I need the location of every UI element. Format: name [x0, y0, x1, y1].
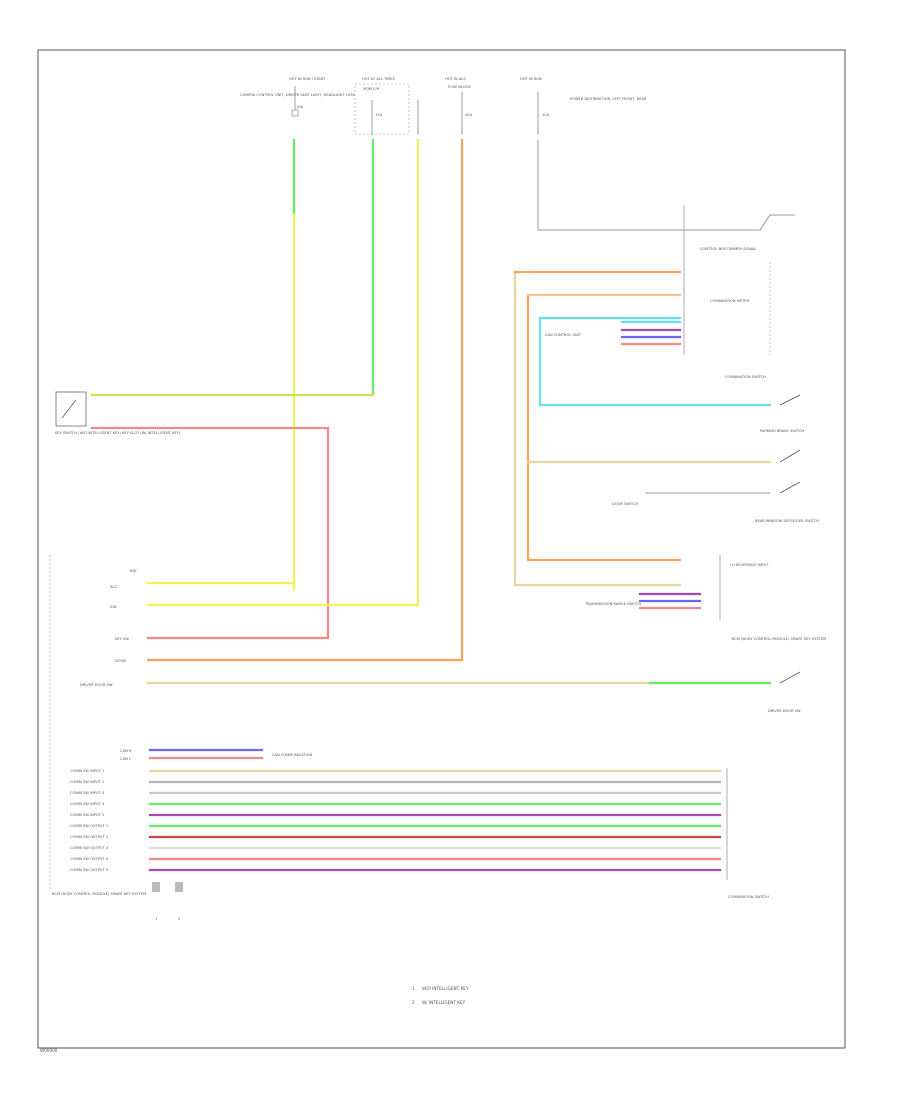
svg-text:DOOR SWITCH: DOOR SWITCH — [612, 502, 638, 506]
svg-text:TRANSMISSION RANGE SWITCH: TRANSMISSION RANGE SWITCH — [584, 602, 642, 606]
rear-window-switch: REAR WINDOW DEFOGGER SWITCH DOOR SWITCH — [612, 481, 819, 523]
svg-text:DRIVER DOOR SW: DRIVER DOOR SW — [80, 683, 113, 687]
combination-switch: COMBINATION SWITCH — [725, 375, 801, 406]
combo-switch-bus: COMBINATION SWITCH COMBI SW INPUT 1 COMB… — [70, 768, 769, 899]
svg-text:COMBI SW OUTPUT 3: COMBI SW OUTPUT 3 — [70, 846, 108, 850]
svg-text:ACC: ACC — [110, 585, 118, 589]
svg-text:COMBINATION SWITCH: COMBINATION SWITCH — [728, 895, 769, 899]
svg-text:10A: 10A — [296, 105, 304, 109]
svg-text:CAN CONTROL UNIT: CAN CONTROL UNIT — [545, 333, 582, 337]
svg-text:FUSE BLOCK: FUSE BLOCK — [448, 85, 471, 89]
transmission-range: TRANSMISSION RANGE SWITCH — [584, 592, 702, 610]
driver-door-switch: DRIVER DOOR SW — [768, 671, 801, 713]
svg-text:COMBI SW OUTPUT 4: COMBI SW OUTPUT 4 — [70, 857, 109, 861]
svg-text:COMBI SW OUTPUT 5: COMBI SW OUTPUT 5 — [70, 868, 108, 872]
svg-text:COMBI SW INPUT 3: COMBI SW INPUT 3 — [70, 791, 104, 795]
wire-cyan-loop — [538, 316, 772, 407]
wire-orange-second — [526, 293, 682, 562]
svg-text:BCM (BODY CONTROL MODULE) SMAR: BCM (BODY CONTROL MODULE) SMART KEY SYST… — [52, 892, 146, 896]
svg-text:BAT: BAT — [130, 569, 138, 573]
svg-text:15A: 15A — [375, 113, 383, 117]
footer-code: W00000 — [40, 1048, 58, 1053]
svg-text:CAN COMMUNICATION: CAN COMMUNICATION — [272, 753, 312, 757]
wire-tan-left — [513, 270, 682, 587]
svg-text:BCM (BODY CONTROL MODULE) SMAR: BCM (BODY CONTROL MODULE) SMART KEY SYST… — [732, 637, 826, 641]
svg-text:KEY SW: KEY SW — [115, 637, 129, 641]
svg-text:COMBINATION METER: COMBINATION METER — [710, 299, 750, 303]
svg-text:CAN L: CAN L — [120, 757, 131, 761]
svg-text:HOT IN RUN: HOT IN RUN — [520, 77, 542, 81]
svg-text:LH REVERSING INPUT: LH REVERSING INPUT — [730, 563, 769, 567]
svg-text:DOOR: DOOR — [115, 659, 126, 663]
parking-brake-switch: PARKING BRAKE SWITCH — [526, 429, 804, 464]
svg-text:2: 2 — [412, 1000, 415, 1005]
bcm-label: BCM (BODY CONTROL MODULE) SMART KEY SYST… — [732, 637, 826, 641]
svg-text:10A: 10A — [542, 113, 550, 117]
can-control-unit: CAN CONTROL UNIT — [545, 320, 682, 346]
svg-text:COMBI SW INPUT 5: COMBI SW INPUT 5 — [70, 813, 104, 817]
svg-text:CAMERA CONTROL UNIT, DRIVER SE: CAMERA CONTROL UNIT, DRIVER SEAT LIGHT, … — [240, 93, 356, 97]
svg-text:1: 1 — [412, 986, 415, 991]
combination-meter: COMBINATION METER — [710, 299, 750, 303]
dimmer-block: CONTROL BUS DIMMER SIGNAL — [683, 205, 795, 355]
diagram-frame — [37, 49, 846, 1049]
svg-text:10A: 10A — [465, 113, 473, 117]
wire-fuse4 — [537, 140, 690, 231]
legend: 1 W/O INTELLIGENT KEY 2 W/ INTELLIGENT K… — [412, 986, 469, 1005]
fuse-2: HOT AT ALL TIMES 15A IPDM E/R — [354, 77, 419, 135]
svg-text:CONTROL BUS DIMMER SIGNAL: CONTROL BUS DIMMER SIGNAL — [700, 247, 756, 251]
svg-text:W/ INTELLIGENT KEY: W/ INTELLIGENT KEY — [422, 1000, 466, 1005]
key-switch: KEY SWITCH (W/O INTELLIGENT KEY) KEY SLO… — [55, 391, 181, 435]
svg-text:COMBI SW INPUT 2: COMBI SW INPUT 2 — [70, 780, 104, 784]
svg-text:1: 1 — [155, 917, 157, 921]
svg-text:COMBI SW OUTPUT 2: COMBI SW OUTPUT 2 — [70, 835, 108, 839]
svg-text:COMBI SW INPUT 1: COMBI SW INPUT 1 — [70, 769, 104, 773]
svg-text:IPDM E/R: IPDM E/R — [363, 87, 380, 91]
svg-text:POWER DISTRIBUTION, LEFT FRONT: POWER DISTRIBUTION, LEFT FRONT, REAR — [570, 97, 647, 101]
lh-reversing-input: LH REVERSING INPUT — [719, 555, 769, 620]
svg-text:KEY SWITCH (W/O INTELLIGENT KE: KEY SWITCH (W/O INTELLIGENT KEY) KEY SLO… — [55, 431, 181, 435]
svg-text:COMBINATION SWITCH: COMBINATION SWITCH — [725, 375, 766, 379]
svg-text:DRIVER DOOR SW: DRIVER DOOR SW — [768, 709, 801, 713]
fuse-4: HOT IN RUN 10A POWER DISTRIBUTION, LEFT … — [520, 77, 647, 135]
can-lines: CAN H CAN L CAN COMMUNICATION — [120, 748, 312, 761]
svg-text:HOT AT ALL TIMES: HOT AT ALL TIMES — [362, 77, 396, 81]
wire-key-pink — [90, 426, 330, 640]
svg-text:2: 2 — [178, 917, 180, 921]
svg-text:CAN H: CAN H — [120, 749, 132, 753]
svg-text:COMBI SW INPUT 4: COMBI SW INPUT 4 — [70, 802, 105, 806]
fuse-1: HOT IN RUN / START 10A CAMERA CONTROL UN… — [240, 77, 356, 117]
fuse-3: HOT IN ACC 10A FUSE BLOCK — [445, 77, 473, 135]
bottom-connectors: BCM (BODY CONTROL MODULE) SMART KEY SYST… — [52, 882, 183, 921]
svg-text:IGN: IGN — [110, 605, 117, 609]
svg-text:REAR WINDOW DEFOGGER SWITCH: REAR WINDOW DEFOGGER SWITCH — [755, 519, 819, 523]
fuse-group: HOT IN RUN / START 10A CAMERA CONTROL UN… — [240, 77, 647, 135]
bcm-pins: BAT ACC IGN KEY SW DOOR DRIVER DOOR SW — [80, 569, 772, 687]
svg-text:COMBI SW OUTPUT 1: COMBI SW OUTPUT 1 — [70, 824, 108, 828]
svg-text:PARKING BRAKE SWITCH: PARKING BRAKE SWITCH — [760, 429, 804, 433]
svg-text:HOT IN RUN / START: HOT IN RUN / START — [289, 77, 326, 81]
svg-text:W/O INTELLIGENT KEY: W/O INTELLIGENT KEY — [422, 986, 469, 991]
svg-text:HOT IN ACC: HOT IN ACC — [445, 77, 467, 81]
